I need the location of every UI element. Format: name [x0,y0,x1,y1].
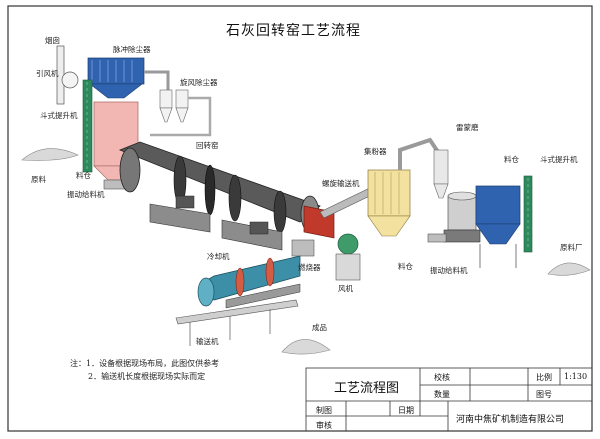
label-silo-left: 料仓 [76,171,91,180]
title-block-check-label: 校核 [434,373,450,382]
title-block-scale-value: 1:130 [564,372,588,381]
bucket-elevator-left [82,79,93,173]
induced-fan [61,71,79,89]
note-line-2: 2．输送机长度根据现场实际而定 [88,372,206,381]
label-blower: 风机 [338,284,353,293]
label-raw-material: 原料 [31,175,46,184]
drawing-border [7,5,593,432]
title-block-scale-label: 比例 [536,373,552,382]
label-rotary-kiln: 回转窑 [196,141,219,150]
title-block-drawing-name: 工艺流程图 [334,381,400,396]
title-block-drawn-label: 制图 [316,406,332,415]
powder-collector [367,169,411,237]
label-screw-conveyor: 螺旋输送机 [322,179,360,188]
label-finished-product: 成品 [312,323,327,332]
label-bucket-elevator-left: 斗式提升机 [40,111,78,120]
label-conveyor: 输送机 [196,337,219,346]
label-bucket-elevator-right: 斗式提升机 [540,155,578,164]
raw-material-pile [21,148,79,161]
grinding-plant-pile [547,262,591,276]
kiln-supports [149,195,283,251]
silo-right [475,185,521,268]
blower [335,233,361,281]
label-grinding-plant: 原料厂 [560,243,583,252]
title-block-quantity-label: 数量 [434,390,450,399]
title-block-drawing-no-label: 图号 [536,390,552,399]
combustion-chamber [291,239,315,257]
raymond-mill [433,149,481,243]
title-block-date-label: 日期 [398,406,414,415]
vibrating-feeder-right [427,233,447,243]
title-block [305,367,593,432]
title-block-company: 河南中焦矿机制造有限公司 [456,415,565,425]
conveyor [175,299,299,346]
label-induced-fan: 引风机 [36,69,59,78]
cooler [197,255,301,309]
note-line-1: 注：1．设备根据现场布局，此图仅供参考 [70,359,220,368]
title-block-review-label: 审核 [316,421,332,430]
label-cyclone-dust-collector: 旋风除尘器 [180,78,218,87]
label-powder-collector: 集粉器 [364,147,387,156]
finished-product-pile [281,339,331,355]
label-cooler: 冷却机 [207,252,230,261]
label-raymond-mill: 雷蒙磨 [456,123,479,132]
label-combustion-chamber: 燃烧器 [298,263,321,272]
label-vibrating-feeder-left: 振动给料机 [67,190,105,199]
diagram-title: 石灰回转窑工艺流程 [226,23,361,39]
cyclone-dust-collector [159,89,189,123]
label-vibrating-feeder-right: 振动给料机 [430,266,468,275]
label-silo-mid: 料仓 [398,262,413,271]
label-silo-right: 料仓 [504,155,519,164]
label-chimney: 烟囱 [45,36,60,45]
label-pulse-dust-collector: 脉冲除尘器 [113,45,151,54]
